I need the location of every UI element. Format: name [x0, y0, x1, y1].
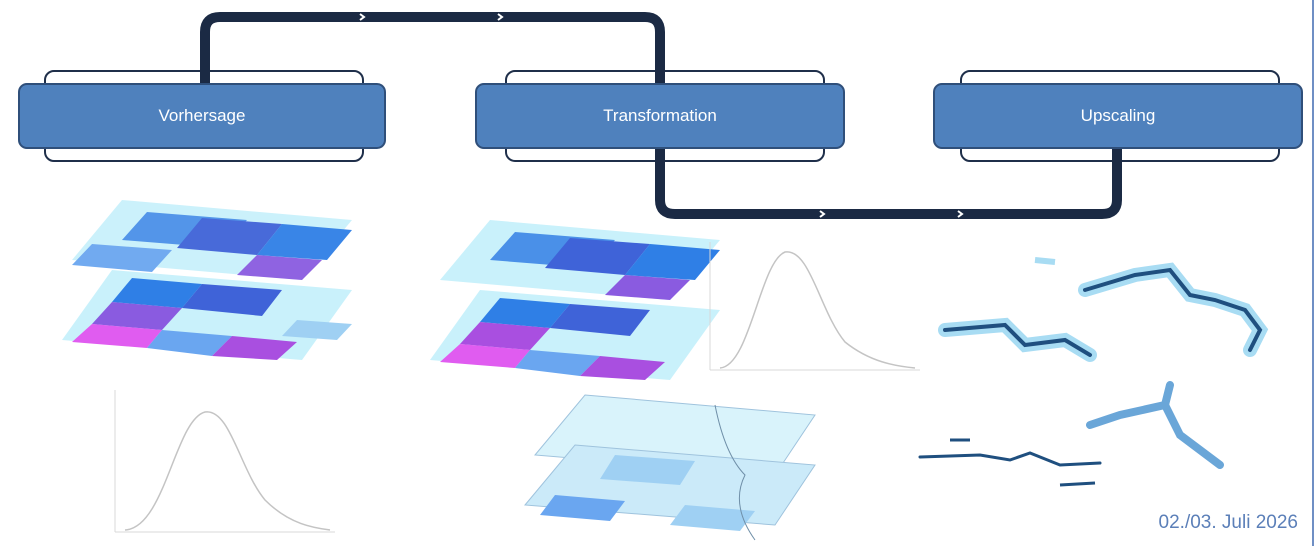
slide-date: 02./03. Juli 2026 [1158, 512, 1298, 533]
chevron-right-icon [819, 210, 826, 218]
grid-layer-top [72, 200, 352, 280]
transformation-map-stack [523, 394, 816, 541]
transformation-distribution-plot [709, 242, 920, 371]
upscaling-river-map-top [938, 257, 1269, 362]
grid-layer-bottom [430, 290, 720, 380]
upscaling-river-map-bottom [918, 381, 1224, 487]
stage-label: Upscaling [1080, 106, 1156, 125]
stage-label: Transformation [603, 106, 717, 125]
chevron-right-icon [359, 13, 366, 21]
grid-layer-top [440, 220, 720, 300]
forecast-distribution-plot [114, 390, 335, 533]
connector-top [200, 12, 665, 84]
stage-label: Vorhersage [158, 106, 246, 125]
forecast-grid-stack [62, 200, 352, 360]
connector-bottom [655, 148, 1122, 219]
chevron-right-icon [497, 13, 504, 21]
stage-upscaling[interactable]: Upscaling [933, 83, 1303, 149]
transformation-grid-stack [430, 220, 720, 380]
stage-transformation[interactable]: Transformation [475, 83, 845, 149]
chevron-right-icon [957, 210, 964, 218]
grid-layer-bottom [62, 270, 352, 360]
stage-vorhersage[interactable]: Vorhersage [18, 83, 386, 149]
